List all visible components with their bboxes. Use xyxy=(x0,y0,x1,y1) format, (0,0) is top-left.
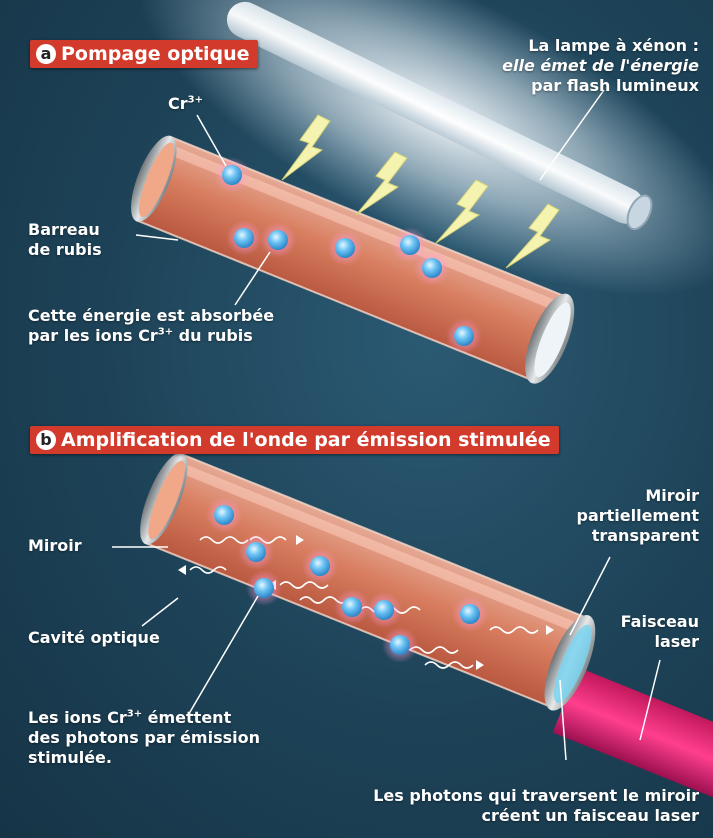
partial-mirror-label: Miroir partiellement transparent xyxy=(576,486,699,546)
emit-label: Les ions Cr3+ émettent des photons par é… xyxy=(28,708,260,768)
section-a-title: Pompage optique xyxy=(61,43,250,65)
absorb-label: Cette énergie est absorbée par les ions … xyxy=(28,306,274,346)
lamp-label-line2: elle émet de l'énergie xyxy=(502,56,699,76)
emit-line1: Les ions Cr3+ émettent xyxy=(28,708,260,728)
absorb-post: du rubis xyxy=(173,326,253,345)
partial-mirror-line2: partiellement xyxy=(576,506,699,526)
beam-label-line1: Faisceau xyxy=(621,612,699,632)
cavity-label: Cavité optique xyxy=(28,628,160,648)
photons-line1: Les photons qui traversent le miroir xyxy=(373,786,699,806)
section-a-letter: a xyxy=(36,44,56,64)
section-b-letter: b xyxy=(36,430,56,450)
absorb-pre: par les ions Cr xyxy=(28,326,158,345)
emit-line3: stimulée. xyxy=(28,748,260,768)
ion-label: Cr3+ xyxy=(168,94,203,114)
emit-post: émettent xyxy=(142,708,231,727)
absorb-sup: 3+ xyxy=(158,327,173,338)
absorb-label-line2: par les ions Cr3+ du rubis xyxy=(28,326,274,346)
beam-label-line2: laser xyxy=(621,632,699,652)
rod-label-line1: Barreau xyxy=(28,220,102,240)
partial-mirror-line1: Miroir xyxy=(576,486,699,506)
lamp-label-line3: par flash lumineux xyxy=(502,76,699,96)
section-b-banner: b Amplification de l'onde par émission s… xyxy=(30,426,559,454)
lamp-label-line1: La lampe à xénon : xyxy=(502,36,699,56)
absorb-label-line1: Cette énergie est absorbée xyxy=(28,306,274,326)
emit-pre: Les ions Cr xyxy=(28,708,127,727)
ion-label-charge: 3+ xyxy=(188,95,203,106)
rod-label: Barreau de rubis xyxy=(28,220,102,260)
emit-sup: 3+ xyxy=(127,709,142,720)
photons-line2: créent un faisceau laser xyxy=(373,806,699,826)
section-a-banner: a Pompage optique xyxy=(30,40,258,68)
ion-label-symbol: Cr xyxy=(168,94,188,113)
optical-cavity-rod xyxy=(130,445,606,716)
beam-label: Faisceau laser xyxy=(621,612,699,652)
rod-label-line2: de rubis xyxy=(28,240,102,260)
section-b-title: Amplification de l'onde par émission sti… xyxy=(61,429,551,451)
lamp-label: La lampe à xénon : elle émet de l'énergi… xyxy=(502,36,699,96)
emit-line2: des photons par émission xyxy=(28,728,260,748)
photons-label: Les photons qui traversent le miroir cré… xyxy=(373,786,699,826)
partial-mirror-line3: transparent xyxy=(576,526,699,546)
mirror-label: Miroir xyxy=(28,536,82,556)
